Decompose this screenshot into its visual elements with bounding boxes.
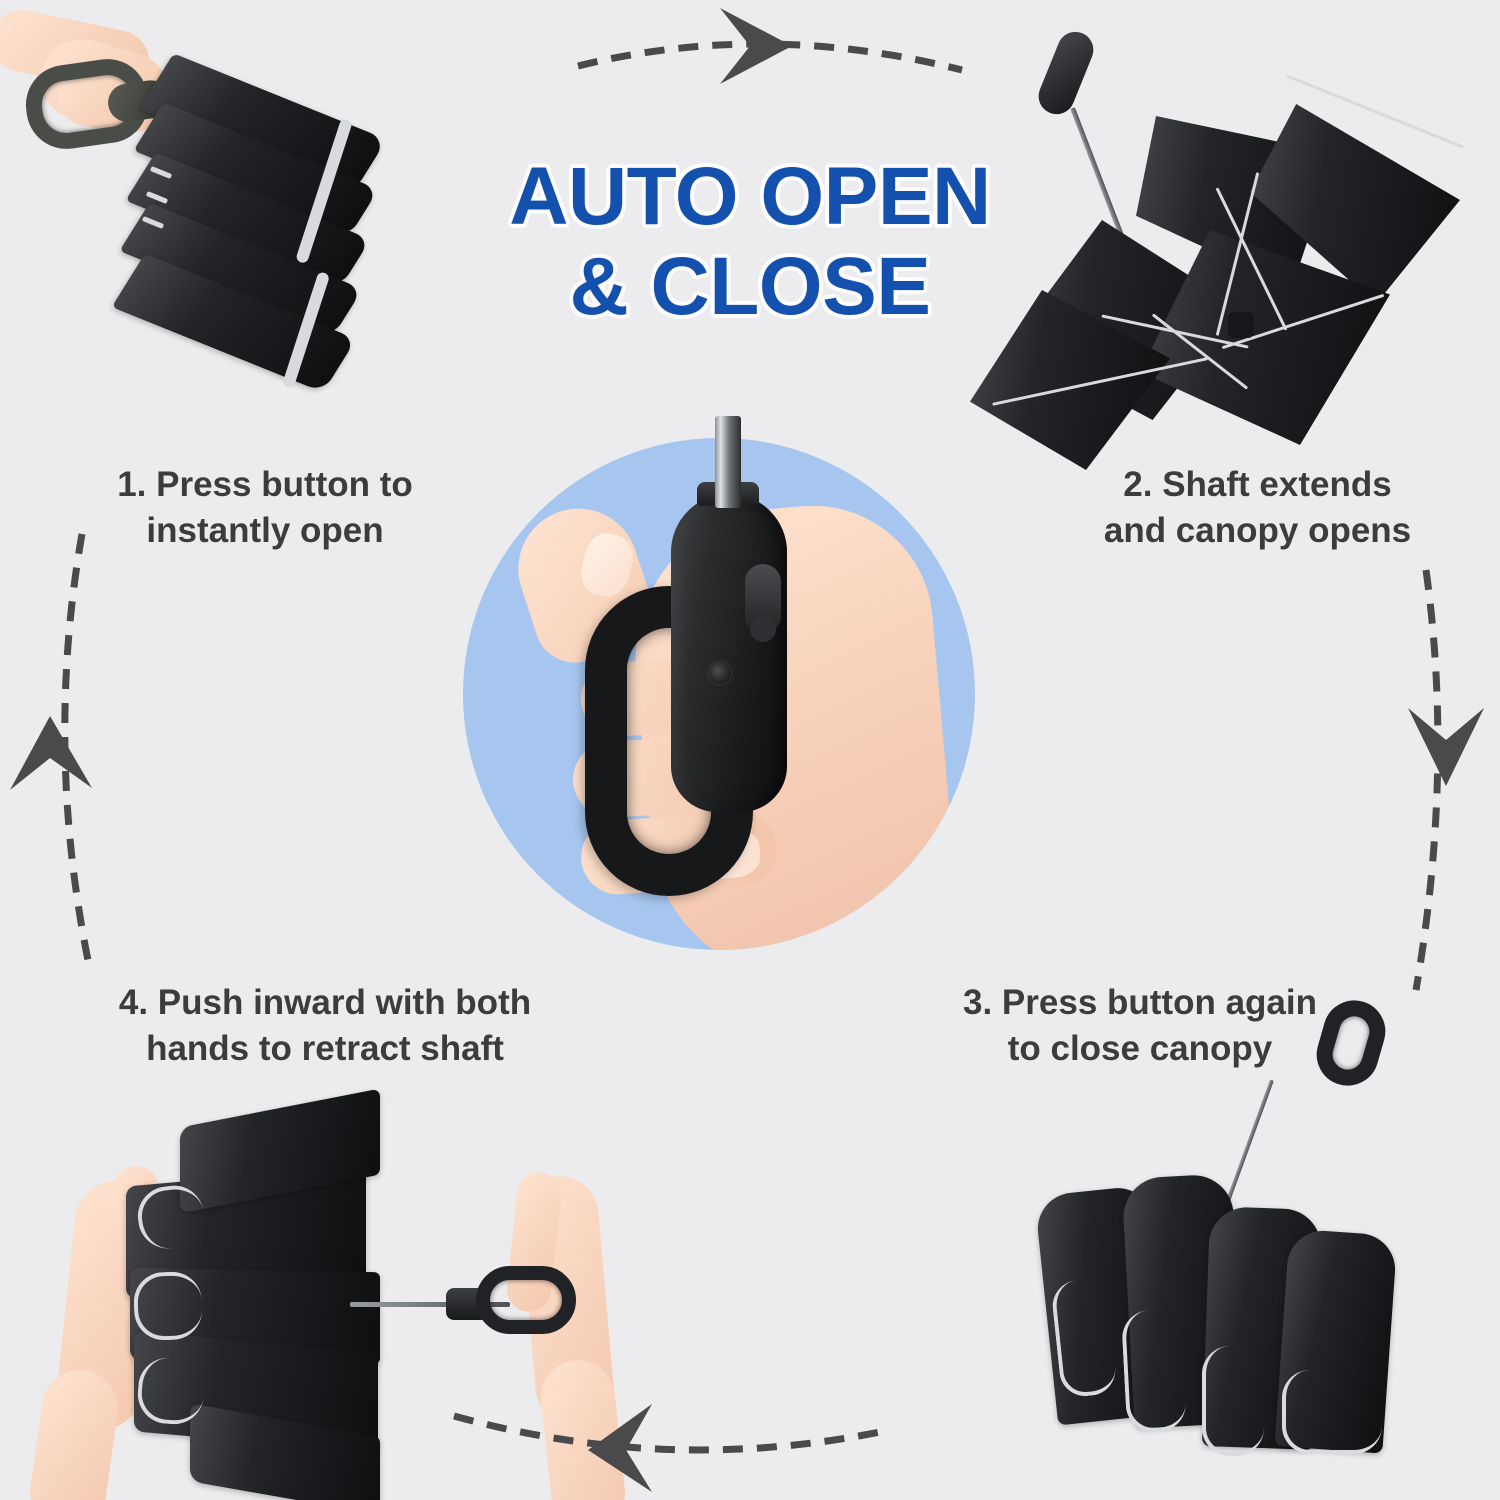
step-2-image [950,20,1490,480]
arrow-right [1408,569,1484,991]
canopy-hub [1228,312,1254,338]
step-4-caption: 4. Push inward with both hands to retrac… [118,983,532,1069]
canopy-rim [1202,1346,1264,1456]
button-detail [750,616,776,642]
step-1-caption: 1. Press button to instantly open [117,465,413,551]
center-image-clip [463,438,975,950]
title-line-1: AUTO OPEN [509,151,991,242]
umbrella-shaft [350,1302,510,1307]
arrow-left [10,533,94,971]
arrow-bottom [453,1404,891,1492]
screw-icon [709,662,731,684]
canopy-rim [1282,1370,1382,1454]
handle-grip [1033,26,1099,120]
step-2-caption: 2. Shaft extends and canopy opens [1103,465,1412,551]
canopy-rim [132,1270,204,1342]
carabiner-handle [476,1266,576,1334]
canopy-rim [1120,1308,1188,1434]
title-line-2: & CLOSE [569,240,931,332]
step-4-image [25,1080,629,1500]
step-3-image [1020,980,1490,1480]
left-forearm [25,1365,123,1500]
step-3-caption: 3. Press button again to close canopy [963,983,1317,1069]
center-hero-image [463,416,975,950]
umbrella-shaft [715,416,741,508]
page-title: AUTO OPEN & CLOSE [440,155,1060,328]
arrow-top [577,8,963,84]
step-1-image [0,4,450,440]
handle-body [671,494,787,812]
